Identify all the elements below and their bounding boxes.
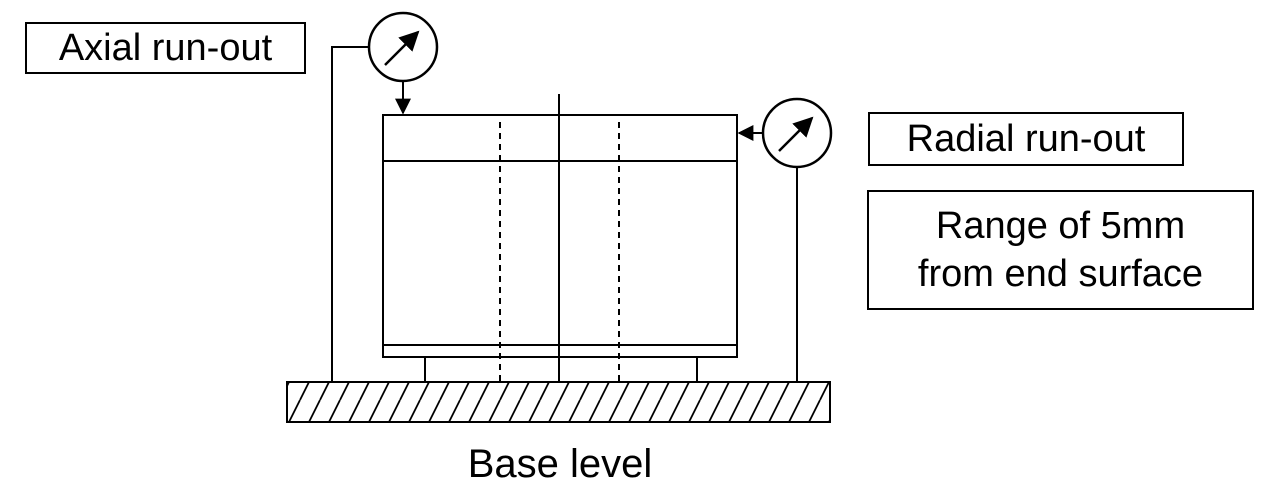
range-note-line2: from end surface [917,253,1204,295]
range-note-line1: Range of 5mm [935,205,1186,247]
dial-gauge-icon [367,11,439,83]
base-plate [286,381,831,423]
radial-runout-text: Radial run-out [906,118,1146,160]
axial-runout-text: Axial run-out [58,27,273,69]
axial-runout-label: Axial run-out [25,22,306,74]
axial-gauge-stand [331,46,370,382]
range-note: Range of 5mm from end surface [867,190,1254,310]
pedestal [424,357,698,382]
base-level-label: Base level [467,442,653,486]
dial-gauge-icon [761,97,833,169]
radial-runout-label: Radial run-out [868,112,1184,166]
